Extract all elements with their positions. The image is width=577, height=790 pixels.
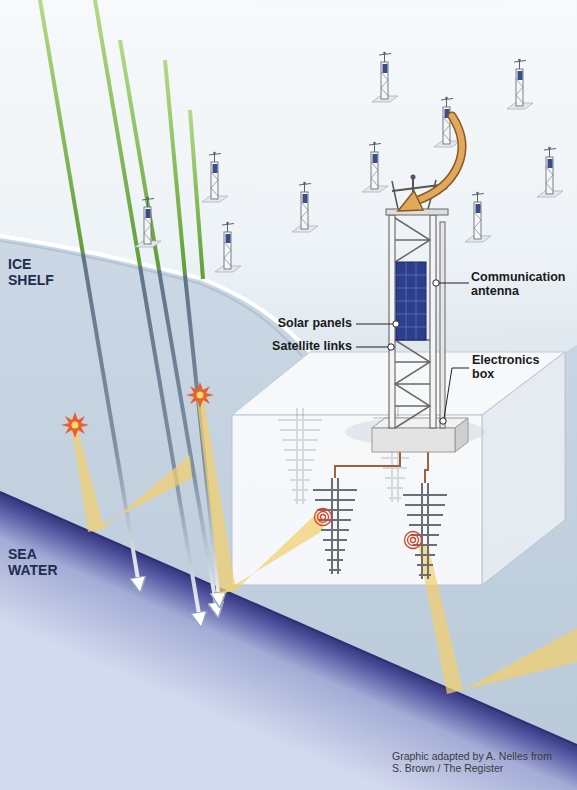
leader-line	[439, 283, 469, 284]
concrete-base	[455, 418, 468, 452]
radio-beam	[197, 400, 236, 594]
green-ray	[40, 0, 83, 254]
radio-beam	[447, 628, 577, 694]
station-icon	[292, 182, 318, 232]
part-label: Solar panels	[252, 316, 352, 330]
tower-rail	[440, 222, 445, 428]
region-label: ICE SHELF	[8, 256, 70, 288]
region-label: SEA WATER	[8, 546, 70, 578]
part-label: Electronics box	[472, 353, 556, 382]
station-icon	[507, 59, 533, 109]
antenna-rod	[392, 181, 398, 209]
green-ray	[120, 40, 159, 270]
station-icon	[537, 147, 563, 197]
leader-dot	[388, 344, 394, 350]
concrete-base	[372, 428, 455, 452]
concrete-base	[372, 418, 468, 428]
leader-dot	[393, 321, 399, 327]
green-ray	[165, 60, 185, 275]
station-icon	[465, 192, 491, 242]
particle-rays	[40, 0, 219, 620]
leader-line	[356, 347, 388, 348]
zoom-arrowhead	[398, 191, 423, 211]
station-icon	[215, 222, 241, 272]
tower-rail	[430, 215, 436, 428]
credit-note: Graphic adapted by A. Nelles from S. Bro…	[392, 750, 564, 774]
mast-tip	[411, 175, 416, 180]
leader-line	[444, 368, 469, 418]
block-side	[482, 352, 565, 585]
leader-line	[356, 324, 393, 325]
part-label: Communication antenna	[471, 270, 573, 299]
antenna-cable	[425, 452, 428, 483]
ice-ray	[83, 254, 139, 585]
zoom-arrow	[416, 116, 462, 201]
station-icon	[372, 52, 398, 102]
radio-beams	[72, 400, 577, 694]
zoom-arrow	[416, 116, 462, 201]
green-ray	[190, 110, 203, 279]
solar-cells	[396, 262, 426, 340]
station-tower	[372, 175, 468, 453]
antenna-cable	[335, 452, 400, 478]
burst	[186, 382, 214, 408]
part-label: Satellite links	[252, 339, 352, 353]
lpda-antenna	[313, 478, 357, 574]
radio-beam	[418, 545, 463, 694]
radio-beam	[220, 512, 324, 594]
snow-surface	[0, 0, 577, 352]
solar-panel	[396, 262, 426, 340]
station-icon	[362, 142, 388, 192]
leader-dot	[440, 418, 446, 424]
radio-beam	[72, 430, 104, 532]
burst	[61, 412, 89, 438]
station-icon	[202, 152, 228, 202]
signal-rings	[315, 509, 422, 549]
station-icon	[135, 197, 161, 247]
station-array	[135, 52, 563, 272]
tower-braces	[395, 218, 430, 428]
leader-dot	[433, 280, 439, 286]
leader-lines	[356, 280, 469, 424]
radio-beam	[88, 455, 192, 532]
green-ray	[95, 0, 140, 266]
lpda-antenna	[403, 483, 447, 579]
